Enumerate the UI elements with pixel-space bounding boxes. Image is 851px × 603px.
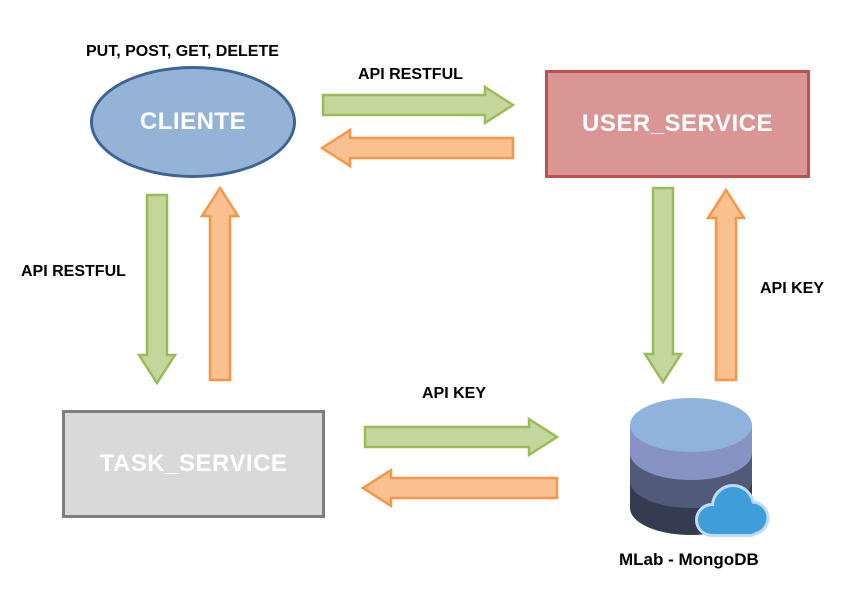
arrow-client-to-task-icon [136, 193, 178, 386]
node-user-service: USER_SERVICE [545, 70, 810, 178]
node-task-service-label: TASK_SERVICE [99, 450, 288, 477]
arrow-user-to-db-icon [642, 186, 684, 385]
arrow-db-to-user-icon [705, 187, 747, 382]
node-cliente: CLIENTE [90, 66, 296, 178]
arrow-task-to-client-icon [199, 185, 241, 382]
arrow-db-to-task-icon [360, 467, 559, 509]
arrow-client-to-user-icon [321, 84, 516, 126]
node-task-service: TASK_SERVICE [62, 410, 325, 518]
arrow-task-to-db-icon [363, 416, 560, 458]
client-methods-label: PUT, POST, GET, DELETE [86, 43, 279, 60]
arrow-user-to-client-icon [319, 127, 515, 169]
api-restful-top-label: API RESTFUL [358, 66, 463, 83]
cloud-icon [695, 484, 770, 537]
api-key-right-label: API KEY [760, 280, 825, 297]
api-key-bottom-label: API KEY [422, 385, 487, 402]
api-restful-left-label: API RESTFUL [21, 263, 126, 280]
node-cliente-label: CLIENTE [139, 108, 247, 135]
database-label: MLab - MongoDB [619, 550, 759, 569]
node-user-service-label: USER_SERVICE [582, 110, 773, 137]
